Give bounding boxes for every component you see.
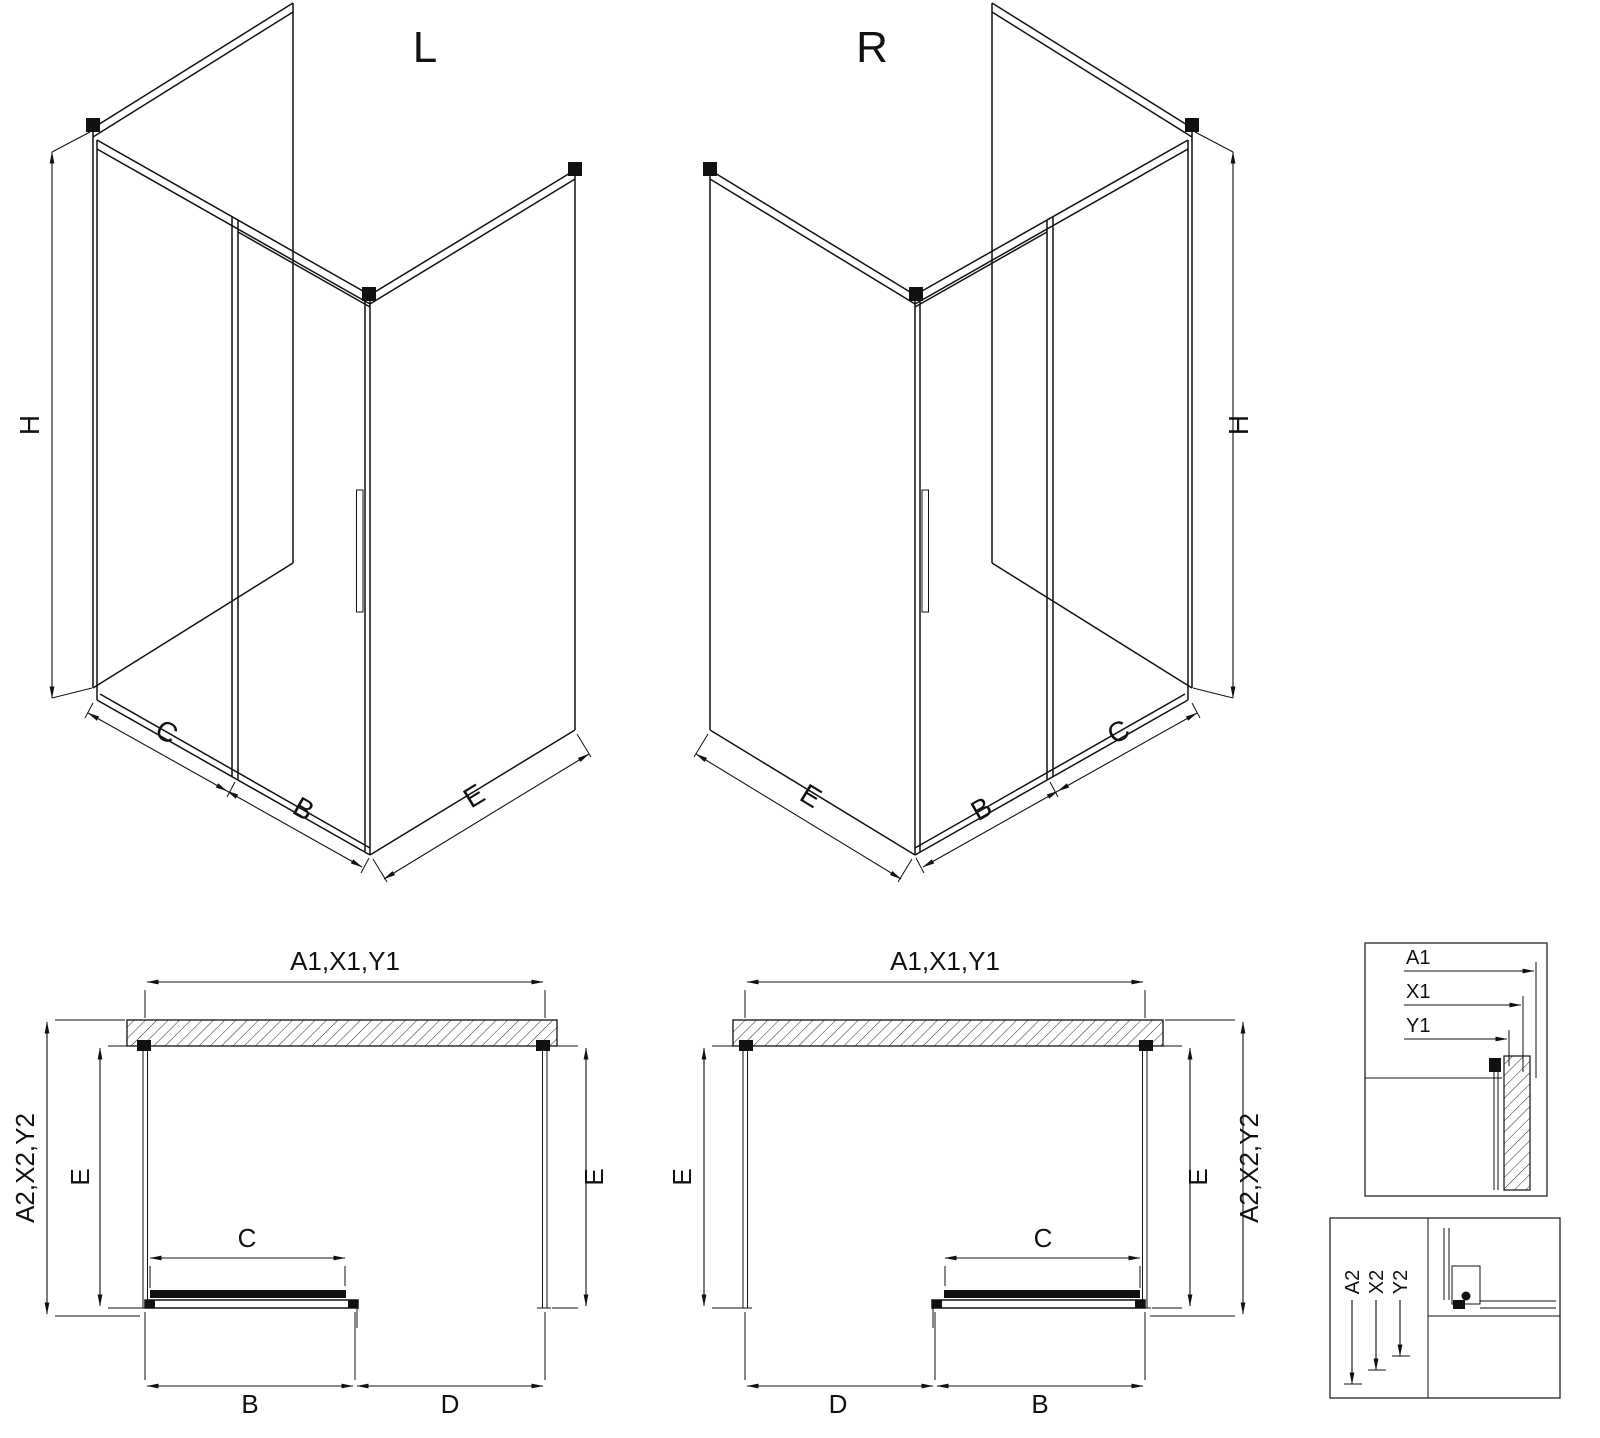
plan-view-right: A1,X1,Y1 C E E A2,X2,Y2 B D <box>667 946 1264 1419</box>
dim-a1-label: A1,X1,Y1 <box>290 946 400 976</box>
detail-x2-label: X2 <box>1366 1270 1388 1294</box>
dim-c-label: C <box>150 713 183 750</box>
back-panel-lines <box>991 2 1193 689</box>
extension-lines <box>51 131 592 883</box>
dim-d-label: D <box>441 1389 460 1419</box>
dim-b-label: B <box>288 791 320 827</box>
sliding-door-plan <box>150 1290 346 1298</box>
front-assembly-lines <box>96 139 371 856</box>
extension-lines-top <box>744 990 1146 1018</box>
wall-profile-section <box>1489 1058 1501 1072</box>
door-glass-lines <box>1480 1300 1556 1309</box>
glass-panels-plan <box>138 1046 551 1309</box>
detail-box <box>1364 942 1548 1197</box>
dim-e-line <box>383 753 590 880</box>
iso-view-left: L H C B E <box>14 2 592 883</box>
rail-profile-section <box>1453 1300 1465 1309</box>
dim-b-label: B <box>241 1389 258 1419</box>
dim-a1-label: A1,X1,Y1 <box>890 946 1000 976</box>
extension-lines-bottom <box>55 1019 578 1380</box>
dim-e-left-label: E <box>65 1168 95 1185</box>
mounting-brackets <box>86 118 582 301</box>
detail-box <box>1329 1217 1561 1399</box>
dim-h-label: H <box>1223 415 1254 435</box>
glass-section-lines <box>1493 1070 1499 1190</box>
iso-view-right: R H C B E <box>693 2 1254 883</box>
dim-c-label: C <box>238 1223 257 1253</box>
dim-e-right-label: E <box>579 1168 609 1185</box>
dim-b-label: B <box>966 791 998 827</box>
wall-section-hatched <box>732 1019 1164 1047</box>
detail-y2-label: Y2 <box>1390 1270 1412 1294</box>
dim-b-label: B <box>1031 1389 1048 1419</box>
glass-section-lines <box>1443 1228 1450 1300</box>
detail-view-door: A2 X2 Y2 <box>1329 1217 1561 1399</box>
dim-a2-label: A2,X2,Y2 <box>1234 1113 1264 1223</box>
variant-label-right: R <box>856 23 888 72</box>
detail-y1-label: Y1 <box>1406 1015 1430 1037</box>
detail-view-wall: A1 X1 Y1 <box>1364 942 1548 1197</box>
sliding-door-plan <box>944 1290 1140 1298</box>
dim-h-label: H <box>14 415 45 435</box>
leader-ticks <box>1344 1355 1410 1385</box>
plan-view-left: A1,X1,Y1 C E E A2,X2,Y2 B D <box>10 946 609 1419</box>
detail-a2-label: A2 <box>1342 1270 1364 1294</box>
dim-e-right-label: E <box>1183 1168 1213 1185</box>
section-frame-lines <box>1427 1218 1560 1398</box>
dim-e-label: E <box>458 778 490 814</box>
back-panel-lines <box>92 2 294 689</box>
dim-c-line <box>87 712 228 792</box>
roller-wheel <box>1461 1291 1471 1301</box>
dim-e-line <box>695 753 902 880</box>
door-handle <box>921 489 929 613</box>
dim-e-label: E <box>795 778 827 814</box>
detail-x1-label: X1 <box>1406 981 1430 1003</box>
wall-hatch-section <box>1503 1055 1531 1191</box>
dim-d-label: D <box>829 1389 848 1419</box>
dim-c-label: C <box>1034 1223 1053 1253</box>
extension-lines-bottom <box>712 1019 1235 1380</box>
mounting-brackets <box>703 118 1199 301</box>
dim-a2-label: A2,X2,Y2 <box>10 1113 40 1223</box>
door-rail-plan <box>931 1299 1146 1309</box>
front-assembly-lines <box>914 139 1189 856</box>
rail-end-caps <box>145 1300 358 1308</box>
door-handle <box>356 489 364 613</box>
extension-lines-top <box>144 990 546 1018</box>
door-rail-plan <box>144 1299 359 1309</box>
roller-carriage <box>1451 1265 1481 1305</box>
rail-end-caps <box>932 1300 1145 1308</box>
dim-e-left-label: E <box>667 1168 697 1185</box>
side-panel-lines <box>709 169 916 856</box>
variant-label-left: L <box>413 23 437 72</box>
side-panel-lines <box>369 169 576 856</box>
dim-b-line <box>922 790 1059 868</box>
glass-panels-plan <box>738 1046 1151 1309</box>
wall-section-hatched <box>126 1019 558 1047</box>
detail-a1-label: A1 <box>1406 947 1430 969</box>
extension-lines <box>693 131 1234 883</box>
dim-b-line <box>226 790 363 868</box>
dim-c-label: C <box>1102 713 1135 750</box>
dim-c-line <box>1057 712 1198 792</box>
